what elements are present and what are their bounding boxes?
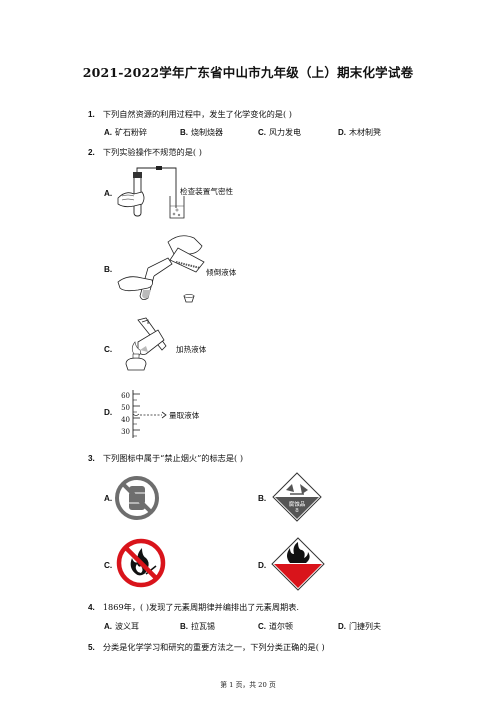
question-text: 下列实验操作不规范的是( ) — [102, 147, 202, 157]
question-number: 2. — [88, 148, 95, 157]
prohibition-sign-gray-icon — [115, 476, 159, 520]
scale-label-50: 50 — [121, 404, 130, 412]
q3-option-c-letter: C. — [104, 561, 113, 570]
scale-label-60: 60 — [121, 392, 130, 400]
corrosive-sign-number: 8 — [295, 508, 299, 514]
q4-option-a: A.波义耳 — [104, 622, 139, 631]
flammable-sign-icon — [271, 537, 325, 591]
q3-option-a-letter: A. — [104, 494, 113, 503]
question-text: 分类是化学学习和研究的重要方法之一，下列分类正确的是( ) — [102, 642, 325, 652]
question-3-stem: 3. 下列图标中属于“禁止烟火”的标志是( ) — [88, 452, 243, 464]
question-number: 3. — [88, 454, 95, 463]
graduated-cylinder-illustration — [132, 390, 167, 438]
corrosive-sign-label: 腐蚀品 — [288, 502, 306, 508]
q2-option-a-letter: A. — [104, 189, 113, 198]
question-4-stem: 4. 1869年，( )发现了元素周期律并编排出了元素周期表. — [88, 601, 299, 613]
question-number: 4. — [88, 603, 95, 612]
q2-option-d-caption: 量取液体 — [169, 411, 200, 420]
scale-label-30: 30 — [121, 428, 130, 436]
pouring-liquid-illustration — [117, 235, 205, 303]
q4-option-b: B.拉瓦锡 — [180, 622, 215, 631]
q1-option-a: A.矿石粉碎 — [104, 128, 147, 137]
q1-option-b: B.烧制烧器 — [180, 128, 223, 137]
q2-option-a-caption: 检查装置气密性 — [180, 187, 234, 196]
q3-option-d-letter: D. — [258, 561, 267, 570]
q4-option-d: D.门捷列夫 — [338, 622, 381, 631]
scale-label-40: 40 — [121, 416, 130, 424]
question-5-stem: 5. 分类是化学学习和研究的重要方法之一，下列分类正确的是( ) — [88, 641, 325, 653]
heating-liquid-illustration — [125, 317, 167, 371]
question-1-stem: 1. 下列自然资源的利用过程中，发生了化学变化的是( ) — [88, 108, 292, 120]
question-text: 1869年，( )发现了元素周期律并编排出了元素周期表. — [102, 602, 300, 612]
q3-option-b-letter: B. — [258, 494, 267, 503]
question-2-stem: 2. 下列实验操作不规范的是( ) — [88, 146, 202, 158]
q2-option-d-letter: D. — [104, 408, 113, 417]
no-fire-sign-icon — [116, 538, 166, 588]
q2-option-b-letter: B. — [104, 265, 113, 274]
page-title: 2021-2022学年广东省中山市九年级（上）期末化学试卷 — [82, 65, 414, 80]
q1-option-d: D.木材制凳 — [338, 128, 381, 137]
question-number: 5. — [88, 643, 95, 652]
q1-option-c: C.风力发电 — [258, 128, 301, 137]
corrosive-sign-icon — [272, 472, 322, 522]
q2-option-b-caption: 倾倒液体 — [206, 268, 237, 277]
q4-option-c: C.道尔顿 — [258, 622, 293, 631]
q2-option-c-caption: 加热液体 — [176, 345, 207, 354]
page-footer: 第 1 页，共 20 页 — [220, 681, 276, 689]
question-text: 下列自然资源的利用过程中，发生了化学变化的是( ) — [102, 109, 292, 119]
question-text: 下列图标中属于“禁止烟火”的标志是( ) — [102, 453, 244, 463]
question-number: 1. — [88, 110, 95, 119]
airtightness-check-illustration — [117, 166, 185, 219]
cylinder-scale-labels: 60 50 40 30 — [118, 390, 130, 438]
q2-option-c-letter: C. — [104, 345, 113, 354]
